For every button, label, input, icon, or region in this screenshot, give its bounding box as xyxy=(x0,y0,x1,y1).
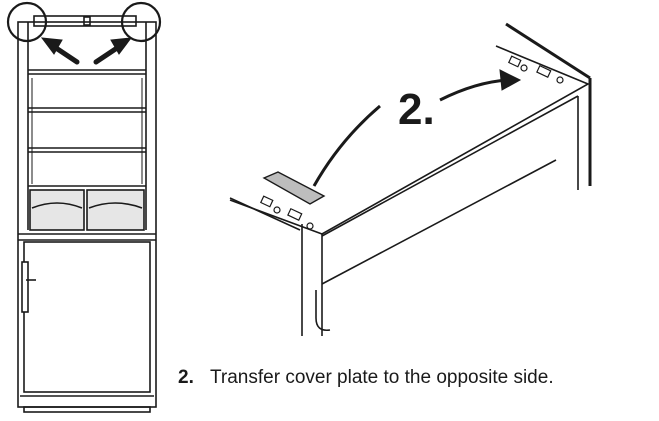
left-corner-marker xyxy=(6,1,48,43)
instruction-number: 2. xyxy=(178,367,194,388)
cover-plate xyxy=(262,171,326,205)
corner-arrows xyxy=(40,37,133,65)
transfer-arrow xyxy=(312,69,522,187)
step-label: 2. xyxy=(398,85,435,134)
fridge-drawers xyxy=(29,189,145,231)
fridge-shelves xyxy=(28,69,146,187)
door-handle xyxy=(21,261,29,313)
fridge-top-detail xyxy=(229,22,592,336)
instruction-line: 2. Transfer cover plate to the opposite s… xyxy=(178,368,554,387)
far-corner-holes xyxy=(507,55,564,84)
near-corner-holes xyxy=(259,195,314,230)
lower-door xyxy=(23,241,151,393)
right-corner-marker xyxy=(120,1,162,43)
instruction-text: Transfer cover plate to the opposite sid… xyxy=(210,367,554,388)
fridge-front-view xyxy=(6,1,162,413)
